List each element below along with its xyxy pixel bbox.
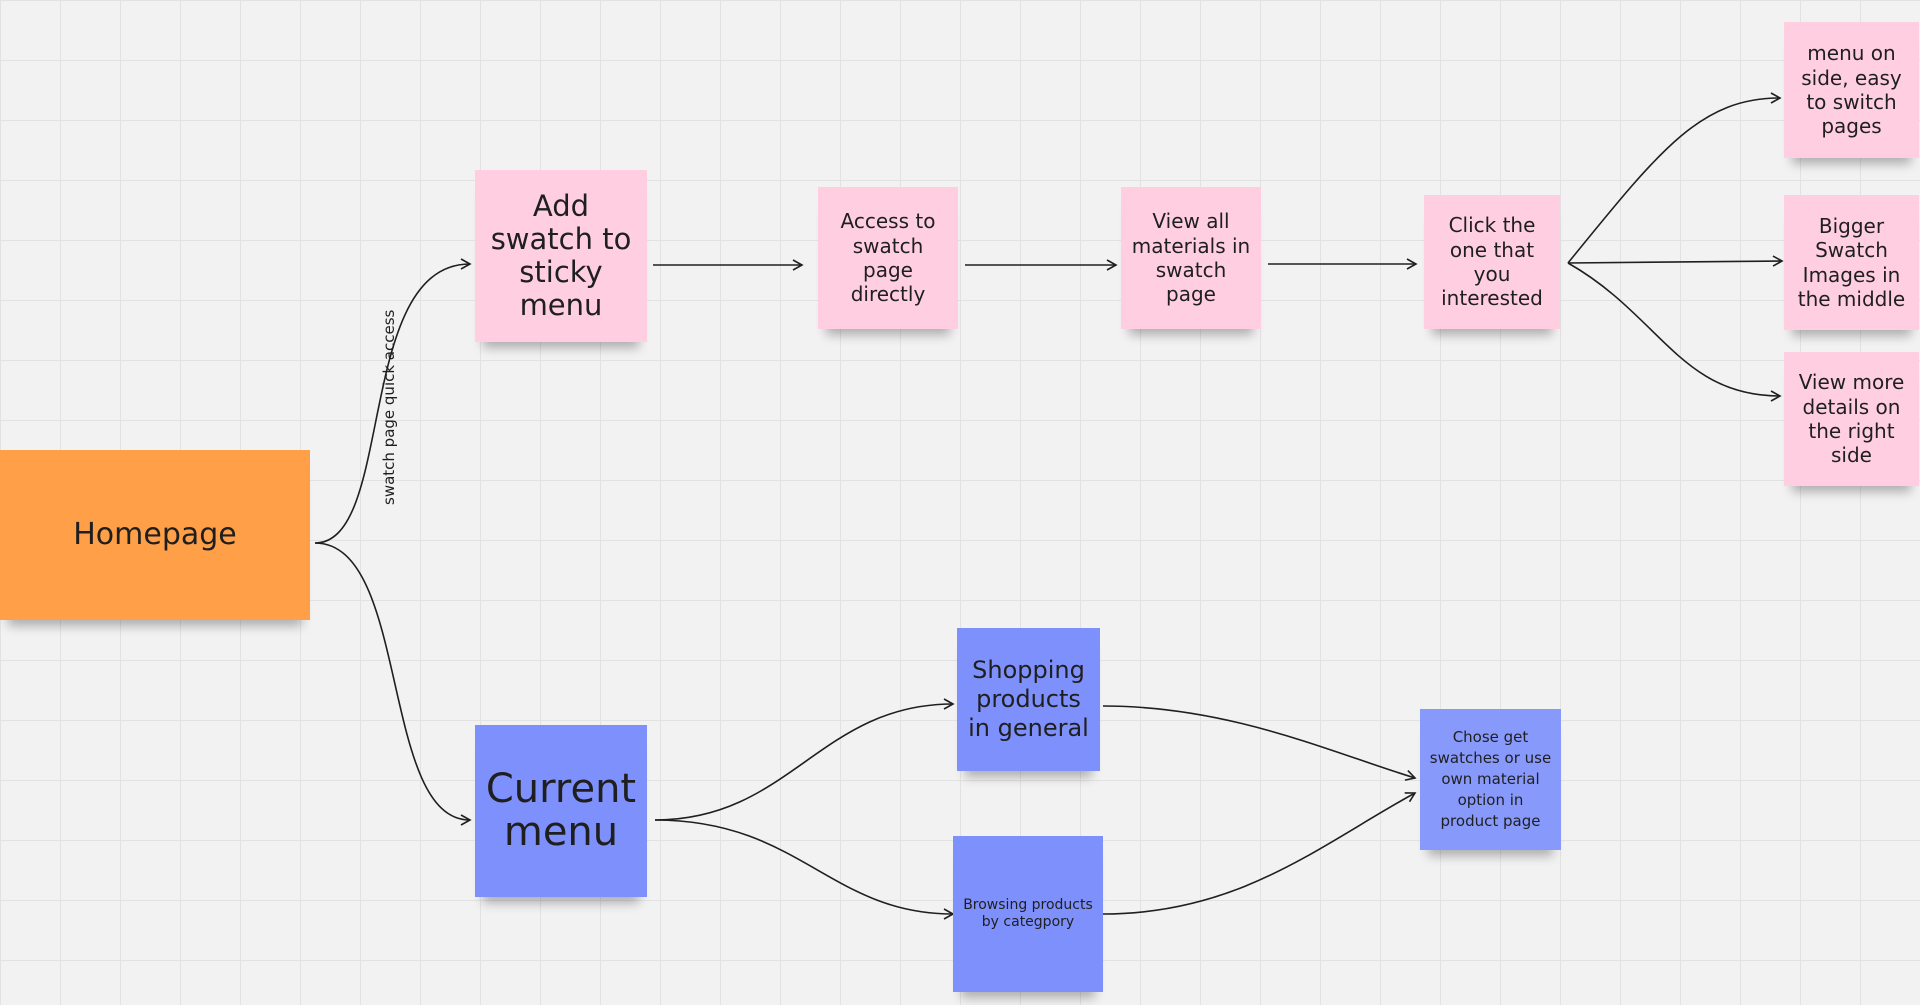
note-view-more-details[interactable]: View more details on the right side (1784, 352, 1919, 486)
connector-click-bigger-swatch[interactable] (1567, 255, 1784, 267)
note-homepage[interactable]: Homepage (0, 450, 310, 620)
note-browsing-products[interactable]: Browsing products by categpory (953, 836, 1103, 992)
note-access-swatch-page[interactable]: Access to swatch page directly (818, 187, 958, 329)
note-bigger-swatch-images[interactable]: Bigger Swatch Images in the middle (1784, 195, 1919, 330)
note-current-menu[interactable]: Current menu (475, 725, 647, 897)
connector-shopping-chose[interactable] (1102, 705, 1417, 781)
connector-current-menu-shopping[interactable] (654, 698, 955, 821)
note-chose-swatches-option[interactable]: Chose get swatches or use own material o… (1420, 709, 1561, 850)
connector-homepage-current-menu[interactable] (314, 542, 472, 826)
note-menu-on-side[interactable]: menu on side, easy to switch pages (1784, 22, 1919, 158)
connector-homepage-add-swatch[interactable] (314, 258, 472, 544)
connector-click-view-details[interactable] (1567, 262, 1782, 402)
note-click-interested[interactable]: Click the one that you interested (1424, 195, 1560, 329)
connector-browsing-chose[interactable] (1102, 792, 1417, 915)
connector-current-menu-browsing[interactable] (654, 819, 955, 920)
note-shopping-products[interactable]: Shopping products in general (957, 628, 1100, 771)
note-add-swatch-to-sticky-menu[interactable]: Add swatch to sticky menu (475, 170, 647, 342)
connector-label-swatch-quick-access: swatch page quick access (380, 309, 398, 505)
connector-click-menu-side[interactable] (1567, 92, 1782, 264)
note-view-all-materials[interactable]: View all materials in swatch page (1121, 187, 1261, 329)
